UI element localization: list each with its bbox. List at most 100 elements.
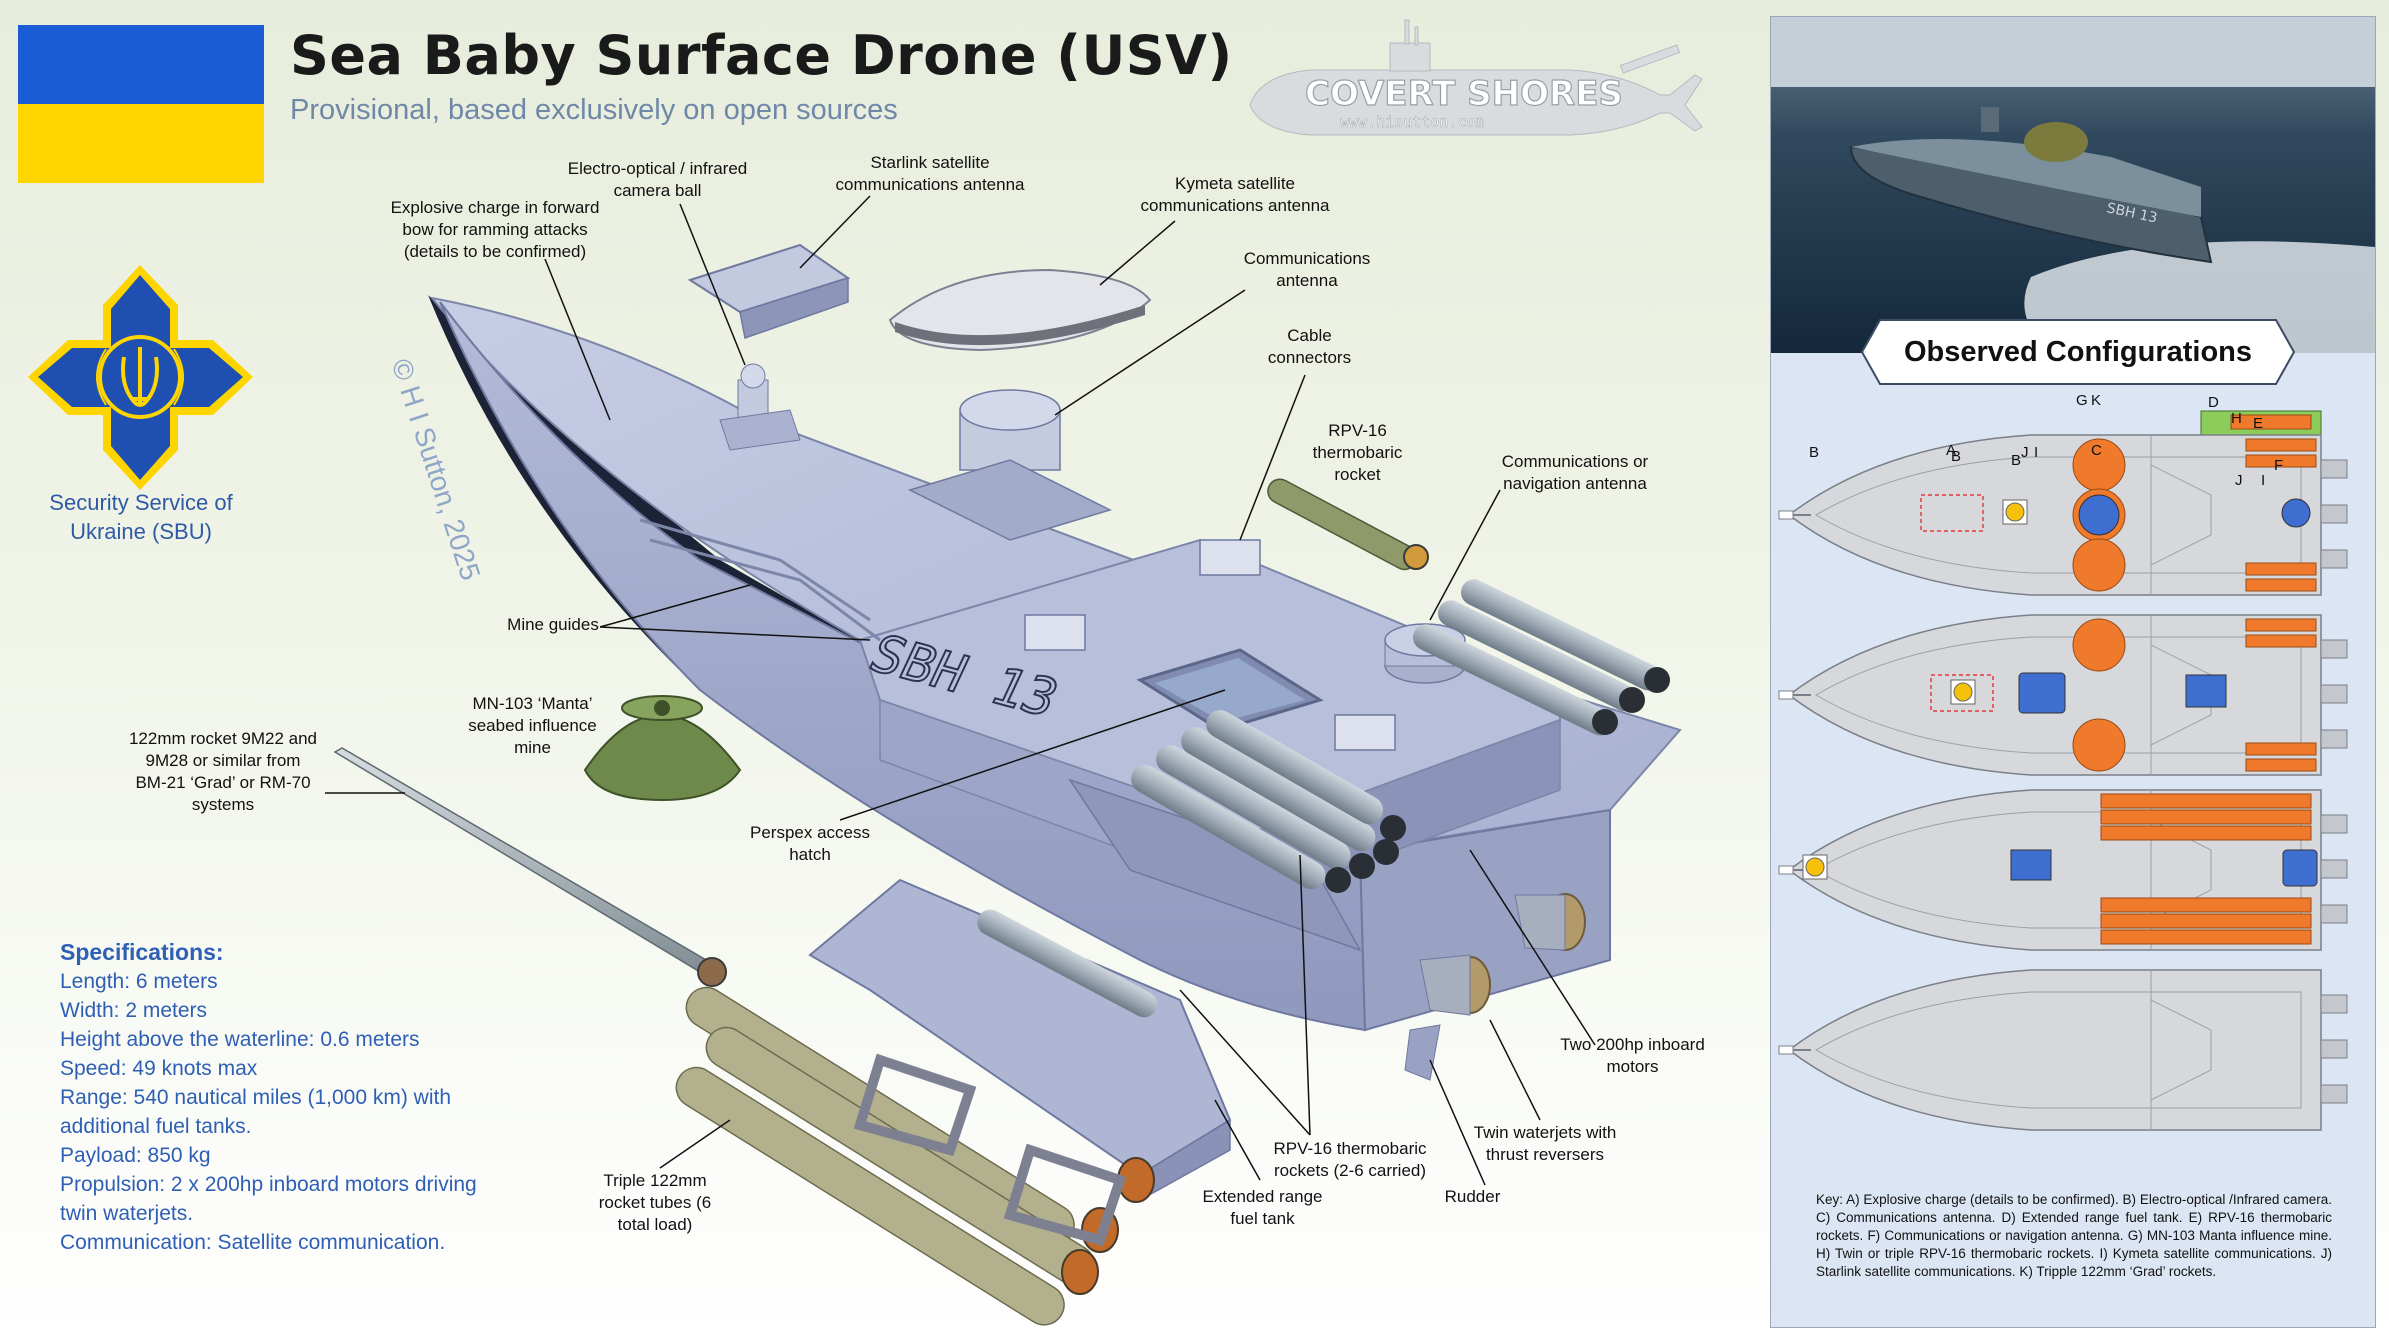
grad-rocket (333, 747, 727, 987)
config-letter: B (1951, 448, 1961, 465)
drone-photo: SBH 13 (1771, 17, 2375, 353)
label-comms-nav: Communications or navigation antenna (1501, 452, 1649, 493)
label-rpv16-rockets: RPV-16 thermobaric rockets (2-6 carried) (1273, 1139, 1427, 1180)
config-letter: F (2274, 457, 2283, 474)
spec-line: Width: 2 meters (60, 999, 208, 1022)
config-bulkhead-v (2150, 999, 2212, 1101)
label-waterjets: Twin waterjets with thrust reversers (1473, 1123, 1617, 1164)
config-waterjet (2320, 504, 2348, 524)
logo-name: COVERT SHORES (1305, 74, 1623, 114)
config-letter: B (2011, 452, 2021, 469)
label-triple-tubes: Triple 122mm rocket tubes (6 total load) (598, 1171, 712, 1234)
label-rudder: Rudder (1444, 1187, 1501, 1206)
config-letter: I (2034, 444, 2038, 461)
config-hull (1787, 969, 2322, 1131)
label-explosive: Explosive charge in forward bow for ramm… (390, 198, 600, 261)
manta-mine (2072, 538, 2126, 592)
config-3 (1778, 789, 2348, 951)
grad-tube (2100, 913, 2312, 929)
label-mine-guides: Mine guides (507, 615, 599, 634)
starlink-antenna (2010, 849, 2052, 881)
config-letter: H (2231, 410, 2242, 427)
aft-rocket-tubes (1412, 579, 1670, 736)
grad-tube (2100, 929, 2312, 945)
grad-tube (2100, 897, 2312, 913)
spec-line: Payload: 850 kg (60, 1144, 211, 1167)
config-waterjet (2320, 549, 2348, 569)
manta-mine (2072, 618, 2126, 672)
manta-mine (2072, 718, 2126, 772)
config-letter: J (2235, 472, 2243, 489)
camera-ball (1953, 682, 1973, 702)
config-deck-line (1815, 991, 2302, 1109)
rudder (1404, 1024, 1441, 1081)
specs-header: Specifications: (60, 939, 224, 965)
config-letter: A (1946, 442, 1956, 459)
drone-cutaway-diagram: SBH 13 (325, 195, 1682, 1326)
extended-fuel-tank (808, 878, 1232, 1202)
spec-line: Range: 540 nautical miles (1,000 km) wit… (60, 1086, 452, 1138)
page-title: Sea Baby Surface Drone (USV) (290, 24, 1233, 87)
manta-mine (583, 695, 742, 802)
camera-ball (2005, 502, 2025, 522)
spec-line: Communication: Satellite communication. (60, 1231, 446, 1254)
starlink-antenna (687, 243, 851, 339)
config-letter: C (2091, 442, 2102, 459)
label-electro-optical: Electro-optical / infrared camera ball (567, 159, 748, 200)
label-perspex: Perspex access hatch (750, 823, 870, 864)
sbu-cross-emblem-icon (28, 265, 253, 490)
label-rpv16-single: RPV-16 thermobaric rocket (1312, 421, 1403, 484)
config-bow-fitting (1778, 1045, 1794, 1055)
rpv16-tube (2245, 758, 2317, 772)
page-subtitle: Provisional, based exclusively on open s… (290, 94, 898, 126)
config-waterjet (2320, 904, 2348, 924)
label-comms-antenna: Communications antenna (1243, 249, 1371, 290)
config-waterjet (2320, 994, 2348, 1014)
config-1 (1778, 434, 2348, 596)
config-letter: E (2253, 415, 2263, 432)
config-waterjet (2320, 639, 2348, 659)
spec-line: Speed: 49 knots max (60, 1057, 258, 1080)
explosive-charge-marker (1920, 494, 1984, 532)
config-waterjet (2320, 814, 2348, 834)
grad-tube (2100, 793, 2312, 809)
config-waterjet (2320, 729, 2348, 749)
rpv16-tube (2245, 618, 2317, 632)
rpv16-tube (2230, 414, 2312, 430)
config-waterjet (2320, 1039, 2348, 1059)
label-two-motors: Two 200hp inboard motors (1560, 1035, 1705, 1076)
config-waterjet (2320, 1084, 2348, 1104)
kymeta-antenna (888, 268, 1152, 352)
rpv16-tube (2245, 454, 2317, 468)
explosive-charge-marker (1930, 674, 1994, 712)
ukraine-flag (18, 25, 264, 183)
grad-tube (2100, 809, 2312, 825)
flag-yellow-stripe (18, 104, 264, 183)
config-waterjet (2320, 859, 2348, 879)
config-letter: D (2208, 395, 2219, 411)
starlink-antenna (2185, 674, 2227, 708)
kymeta-antenna (2282, 849, 2318, 887)
config-2 (1778, 614, 2348, 776)
label-ext-tank: Extended range fuel tank (1202, 1187, 1323, 1228)
label-mn103: MN-103 ‘Manta’ seabed influence mine (468, 694, 597, 757)
label-starlink: Starlink satellite communications antenn… (835, 153, 1025, 194)
spec-line: Propulsion: 2 x 200hp inboard motors dri… (60, 1173, 477, 1225)
config-letter: K (2091, 395, 2101, 409)
config-letter: G (2076, 395, 2088, 409)
triple-122mm-tubes (675, 986, 1155, 1326)
kymeta-antenna (2018, 672, 2066, 714)
camera-ball (1805, 857, 1825, 877)
config-letter: B (1809, 444, 1819, 461)
specifications: Specifications: Length: 6 meters Width: … (60, 938, 480, 1257)
observed-banner (1860, 319, 2296, 385)
label-kymeta: Kymeta satellite communications antenna (1140, 174, 1330, 215)
config-deck-line (1815, 636, 2302, 754)
side-rocket-tubes (1131, 710, 1406, 893)
config-bow-fitting (1778, 690, 1794, 700)
config-letter: J (2021, 444, 2029, 461)
config-waterjet (2320, 684, 2348, 704)
spec-line: Length: 6 meters (60, 970, 218, 993)
grad-tube (2100, 825, 2312, 841)
